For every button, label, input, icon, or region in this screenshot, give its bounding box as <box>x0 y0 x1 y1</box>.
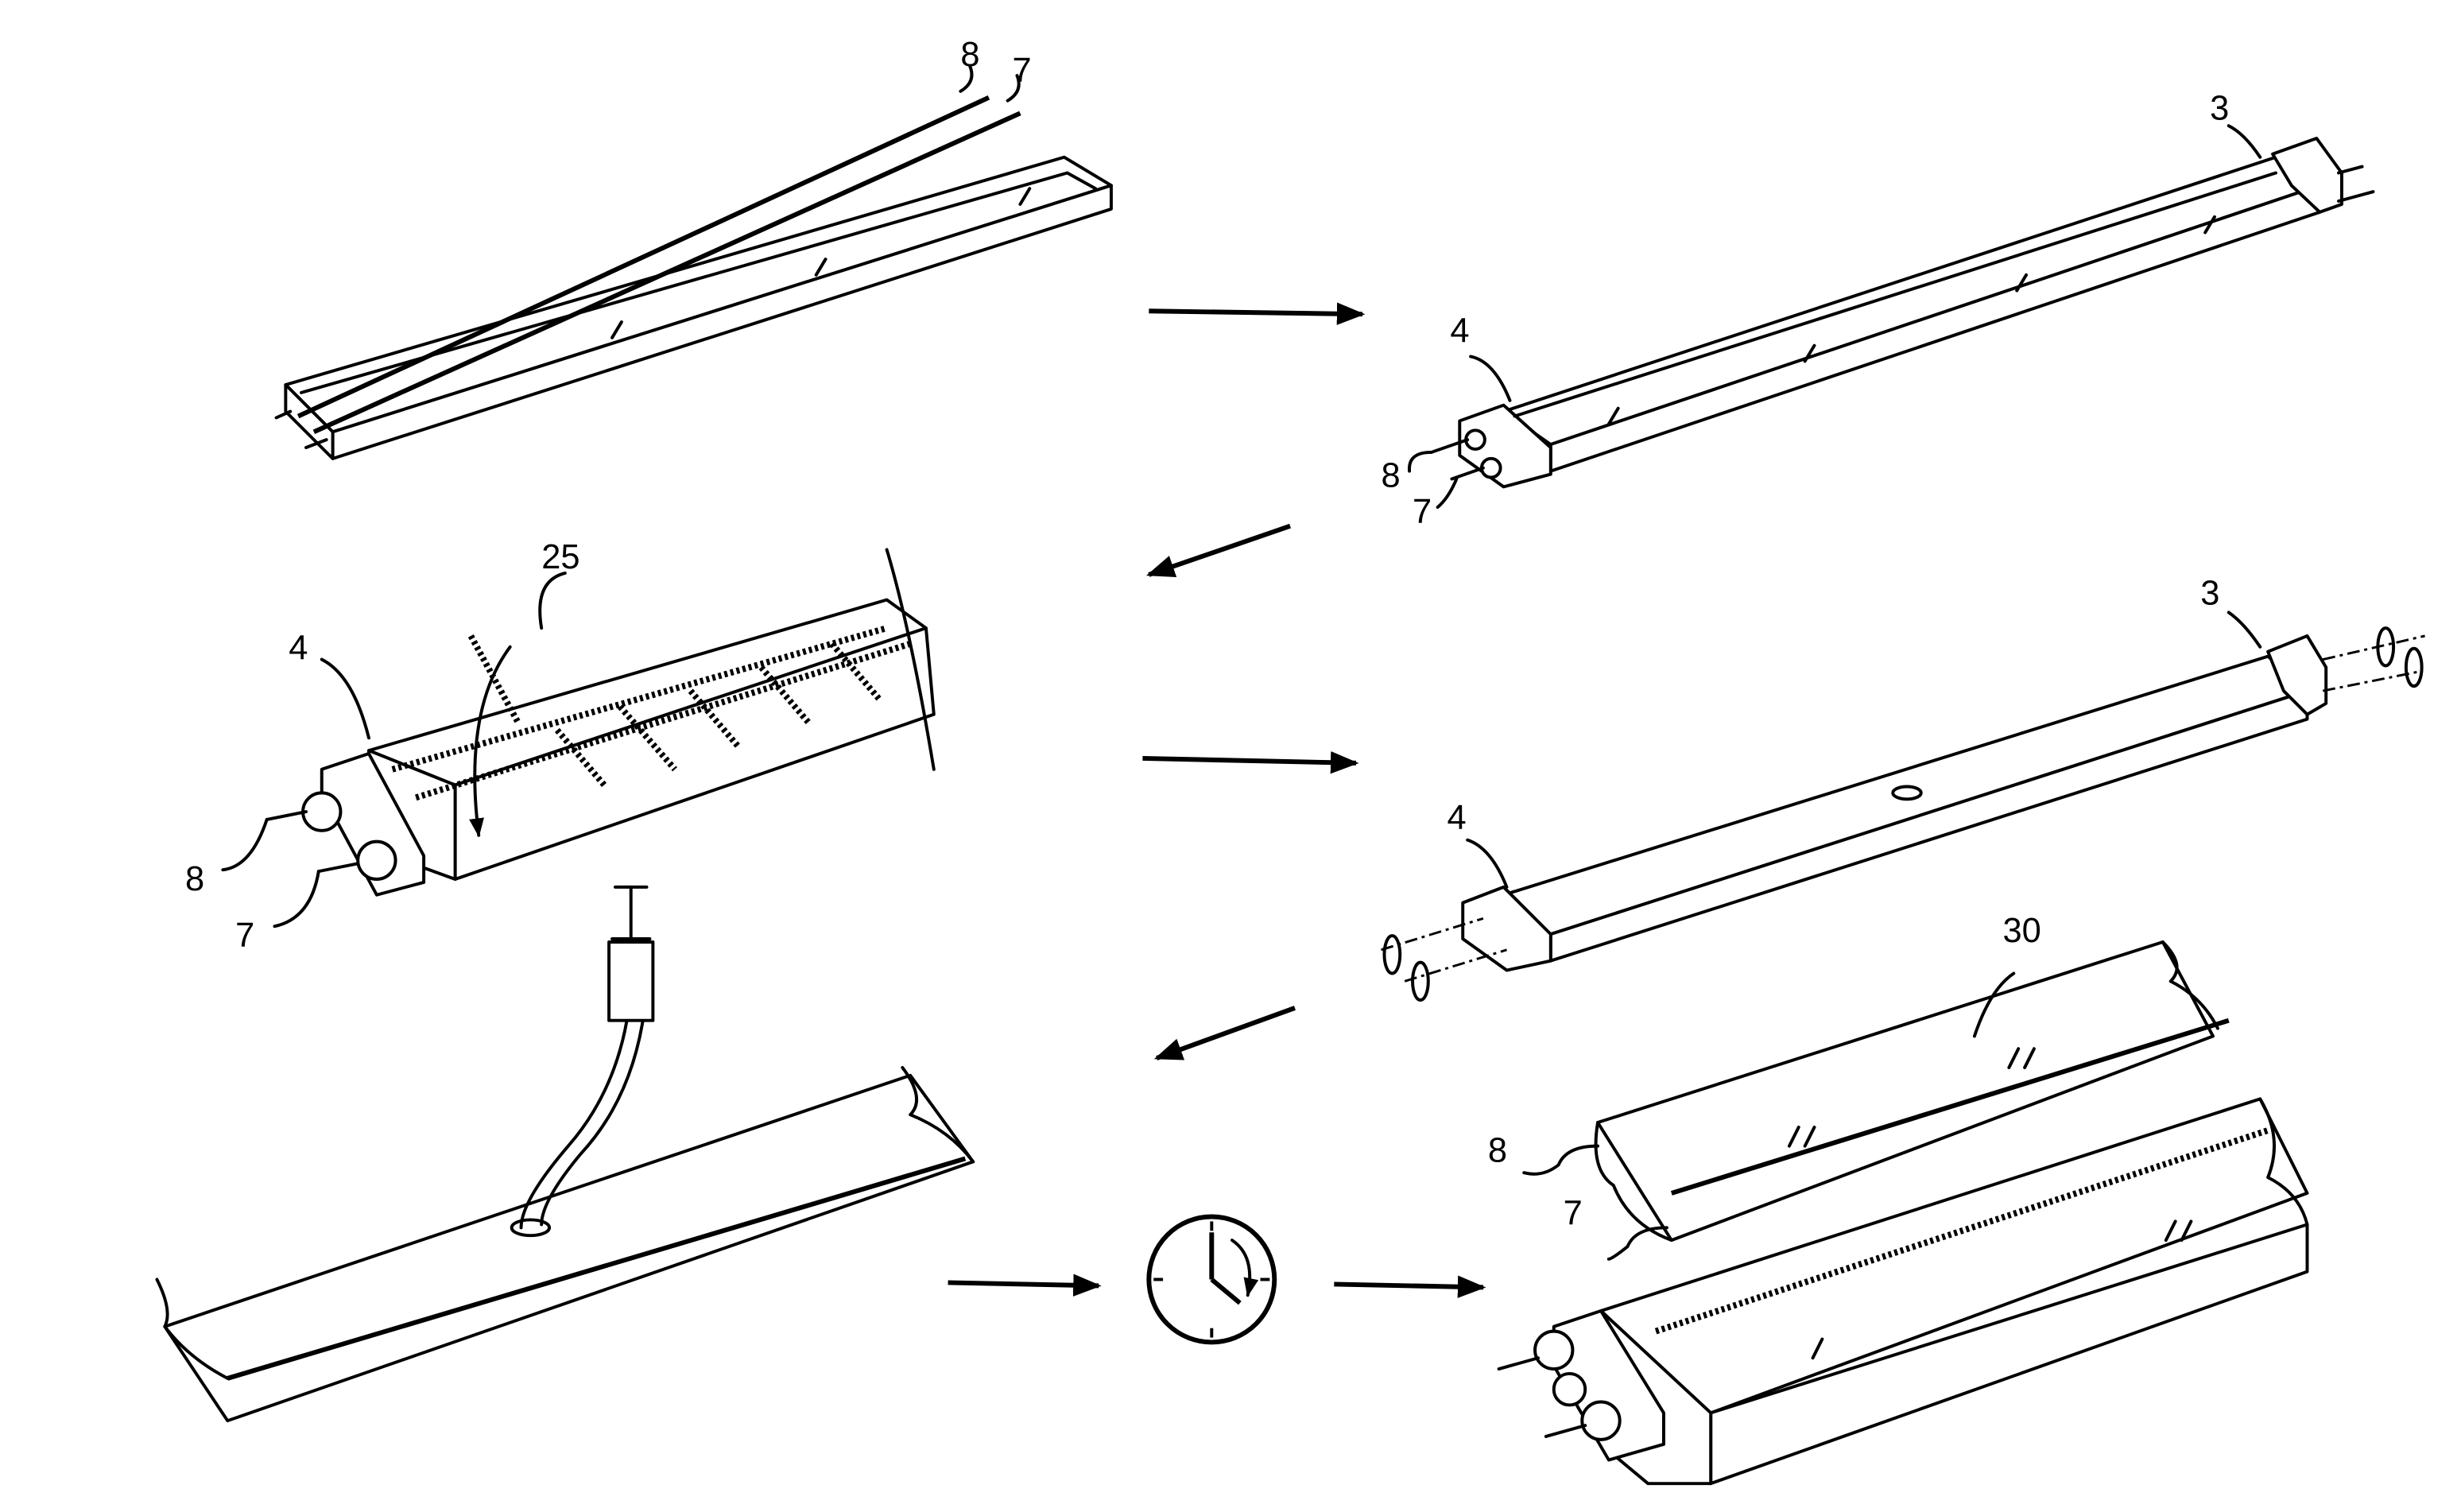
arrow-right-icon <box>1142 750 1359 774</box>
step5-injection <box>155 885 975 1423</box>
label-7: 7 <box>235 917 254 955</box>
arrow-right-icon <box>948 1274 1102 1297</box>
step3-rebar-insertion: 25 4 8 7 <box>185 538 936 955</box>
arrow-down-left-icon <box>1153 1006 1296 1060</box>
clock-icon <box>1146 1214 1277 1345</box>
arrow-right-icon <box>1334 1275 1486 1298</box>
label-7: 7 <box>1413 493 1432 531</box>
label-4: 4 <box>1450 312 1469 351</box>
step4-sealed-rotating-mould: 3 4 <box>1381 574 2425 1002</box>
label-3: 3 <box>2200 574 2219 612</box>
label-4: 4 <box>1447 799 1466 837</box>
label-7: 7 <box>1013 52 1032 90</box>
step6-demoulded-product: 30 8 7 <box>1488 912 2309 1486</box>
label-8: 8 <box>1382 456 1401 494</box>
arrow-down-left-icon <box>1145 523 1291 577</box>
step2-closed-mould: 3 4 8 7 <box>1382 89 2375 531</box>
label-8: 8 <box>960 36 979 74</box>
label-8: 8 <box>1488 1131 1507 1169</box>
label-8: 8 <box>185 860 204 898</box>
label-30: 30 <box>2002 912 2040 950</box>
syringe-icon <box>607 885 655 1022</box>
step1-mould-with-rods: 8 7 <box>274 36 1113 460</box>
arrow-right-icon <box>1149 302 1366 325</box>
label-7: 7 <box>1564 1194 1583 1232</box>
label-4: 4 <box>289 630 308 668</box>
label-3: 3 <box>2210 89 2229 127</box>
label-25: 25 <box>541 538 579 576</box>
